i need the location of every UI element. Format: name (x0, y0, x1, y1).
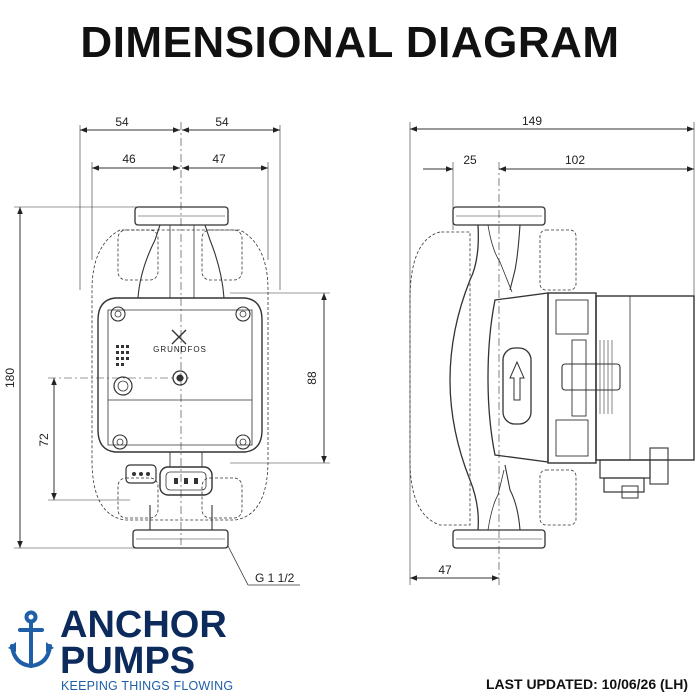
anchor-icon (8, 610, 54, 668)
connection-thread-label: G 1 1/2 (255, 571, 295, 585)
brand-tagline: KEEPING THINGS FLOWING (61, 679, 234, 693)
dim-height-center: 72 (37, 433, 51, 447)
last-updated: LAST UPDATED: 10/06/26 (LH) (486, 676, 688, 692)
side-view (409, 122, 695, 585)
front-view (14, 122, 330, 586)
side-view-labels: 149 25 102 47 (438, 114, 585, 577)
brand-name-line1: ANCHOR (60, 604, 227, 646)
page-title: DIMENSIONAL DIAGRAM (80, 18, 620, 67)
front-view-labels: 54 54 46 47 180 88 72 G 1 1/2 GRUNDFOS (3, 115, 319, 585)
dim-top-left: 54 (115, 115, 129, 129)
dim-height-total: 180 (3, 368, 17, 388)
dim-bottom: 47 (438, 563, 452, 577)
dim-total-width: 149 (522, 114, 542, 128)
dim-right: 102 (565, 153, 585, 167)
dim-top-right: 54 (215, 115, 229, 129)
pump-logo-text: GRUNDFOS (153, 345, 207, 354)
dim-height-body: 88 (305, 371, 319, 385)
dim-left: 25 (463, 153, 477, 167)
dim-inner-right: 47 (212, 152, 226, 166)
brand-name-line2: PUMPS (60, 640, 196, 682)
dim-inner-left: 46 (122, 152, 136, 166)
